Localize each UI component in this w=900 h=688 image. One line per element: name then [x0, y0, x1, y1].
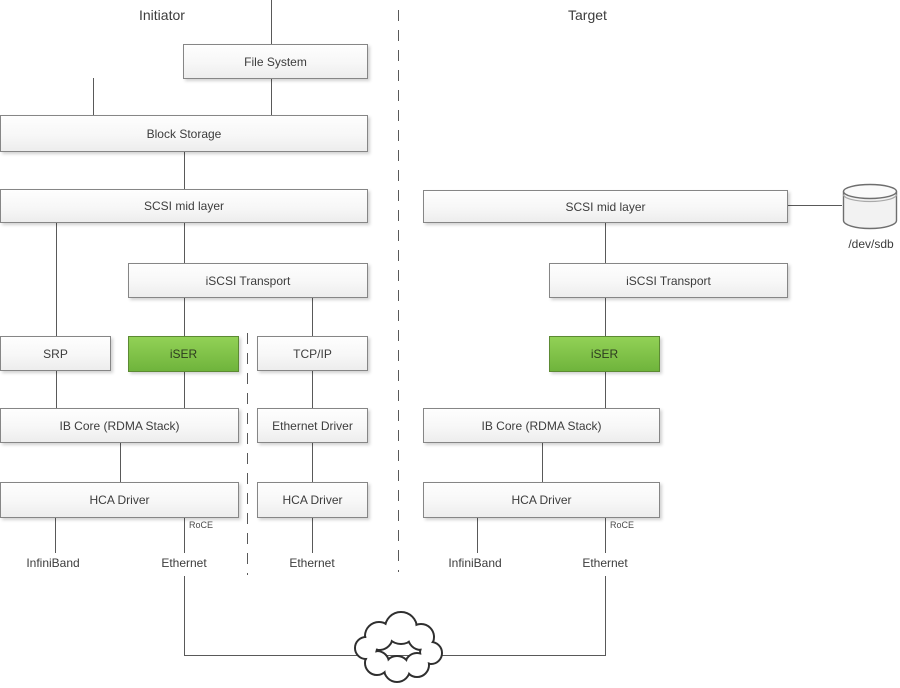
line-ethernet-right-down: [605, 576, 606, 655]
line-target-ibcore-to-hca: [542, 443, 543, 482]
line-tcpip-to-ethernet-driver: [312, 371, 313, 408]
line-target-hca-to-infiniband: [477, 518, 478, 553]
disk-device-label: /dev/sdb: [848, 237, 894, 251]
line-target-iscsi-to-iser: [605, 298, 606, 337]
ethernet-label-initiator-rdma: Ethernet: [161, 556, 207, 570]
srp-box: SRP: [0, 336, 111, 371]
ib-core-box-target: IB Core (RDMA Stack): [423, 408, 660, 443]
line-target-iser-to-ibcore: [605, 372, 606, 408]
hca-driver-box-initiator-eth: HCA Driver: [257, 482, 368, 518]
line-iscsi-to-tcpip: [312, 298, 313, 336]
iscsi-transport-box-target: iSCSI Transport: [549, 263, 788, 298]
roce-label-initiator: RoCE: [189, 520, 214, 530]
line-ethernet-left-down: [184, 576, 185, 655]
line-top-to-file-system: [271, 0, 272, 44]
roce-label-target: RoCE: [610, 520, 635, 530]
iser-box-initiator: iSER: [128, 336, 239, 372]
line-scsi-to-srp: [56, 223, 57, 336]
line-hca-to-ethernet-roce: [184, 518, 185, 553]
line-file-system-to-block-storage: [271, 79, 272, 115]
infiniband-label-initiator: InfiniBand: [26, 556, 80, 570]
iser-box-target: iSER: [549, 336, 660, 372]
network-cloud-icon: [353, 606, 447, 688]
file-system-box: File System: [183, 44, 368, 79]
line-hca-to-infiniband: [55, 518, 56, 553]
initiator-target-divider-dashed-line: [398, 10, 399, 572]
tcp-ip-box: TCP/IP: [257, 336, 368, 371]
line-ibcore-to-hca: [120, 443, 121, 482]
line-stub-to-block-storage: [93, 78, 94, 115]
hca-driver-box-target: HCA Driver: [423, 482, 660, 518]
line-hca-to-ethernet-tcp: [312, 518, 313, 553]
line-target-scsi-to-iscsi: [605, 223, 606, 263]
ethernet-driver-box: Ethernet Driver: [257, 408, 368, 443]
hca-driver-box-initiator-rdma: HCA Driver: [0, 482, 239, 518]
line-scsi-to-iscsi-transport: [184, 223, 185, 263]
target-section-title: Target: [568, 7, 607, 23]
line-iser-to-ibcore: [184, 372, 185, 408]
line-srp-to-ibcore: [56, 371, 57, 408]
line-ethernet-driver-to-hca: [312, 443, 313, 482]
line-target-hca-to-ethernet: [605, 518, 606, 553]
iscsi-transport-box-initiator: iSCSI Transport: [128, 263, 368, 298]
disk-cylinder-icon: [842, 183, 899, 230]
block-storage-box: Block Storage: [0, 115, 368, 152]
infiniband-label-target: InfiniBand: [448, 556, 502, 570]
line-scsi-to-disk: [788, 205, 842, 206]
line-block-storage-to-scsi: [184, 152, 185, 189]
scsi-mid-layer-box-initiator: SCSI mid layer: [0, 189, 368, 223]
ethernet-label-initiator-tcp: Ethernet: [289, 556, 335, 570]
ib-core-box-initiator: IB Core (RDMA Stack): [0, 408, 239, 443]
scsi-mid-layer-box-target: SCSI mid layer: [423, 190, 788, 223]
initiator-section-title: Initiator: [139, 7, 185, 23]
rdma-tcp-divider-dashed-line: [247, 333, 248, 575]
ethernet-label-target: Ethernet: [582, 556, 628, 570]
line-iscsi-to-iser: [184, 298, 185, 336]
